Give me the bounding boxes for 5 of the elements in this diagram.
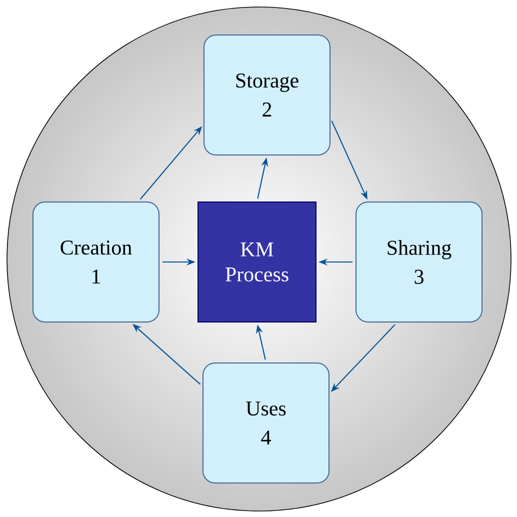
center-box: KM Process <box>198 202 316 322</box>
process-box: Creation 1 <box>32 202 160 322</box>
process-box: Uses 4 <box>202 362 330 484</box>
process-box: Sharing 3 <box>356 202 482 322</box>
process-box: Storage 2 <box>204 34 330 156</box>
